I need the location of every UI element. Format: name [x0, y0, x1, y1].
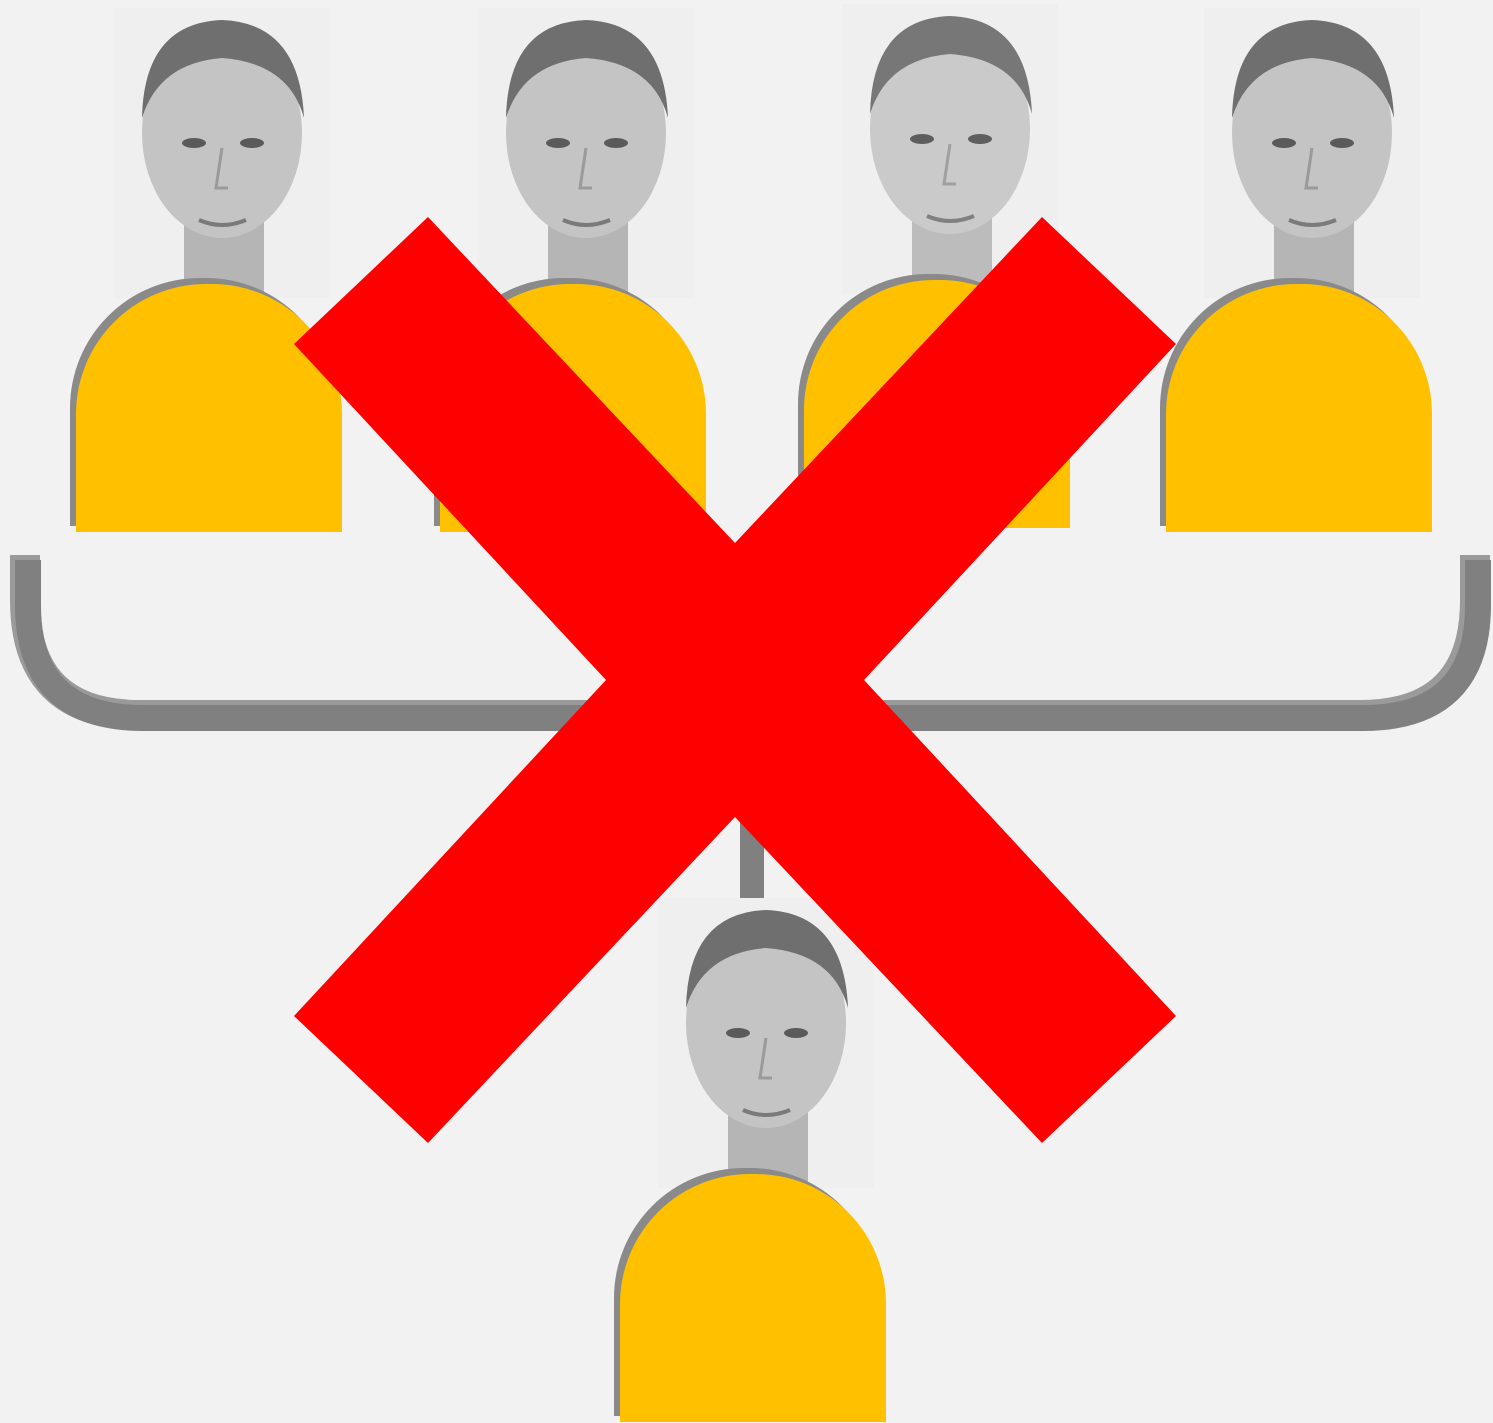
cross-shape — [294, 217, 1176, 1143]
